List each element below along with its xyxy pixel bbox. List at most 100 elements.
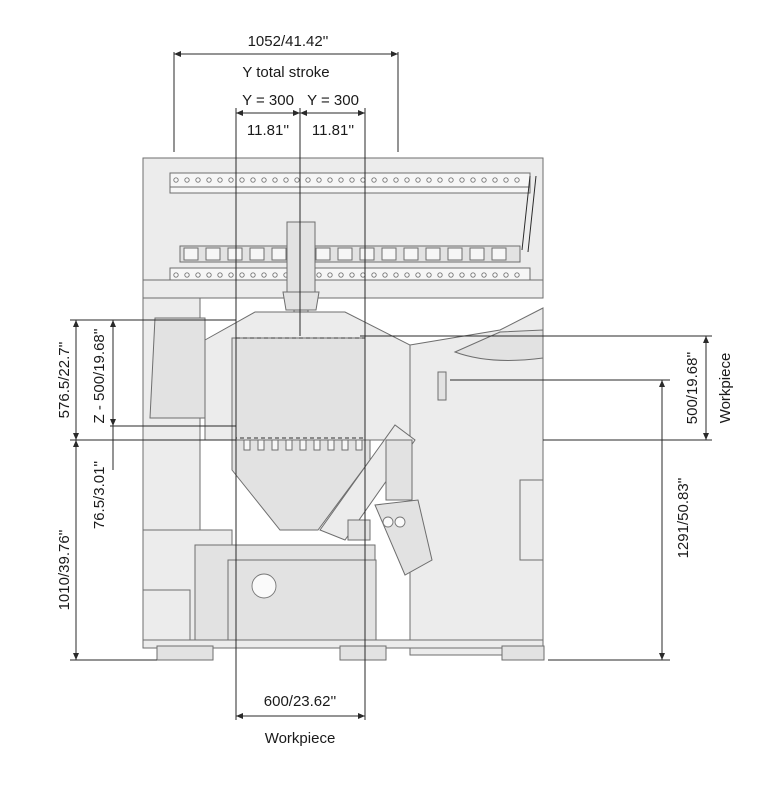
gantry-block [403,247,419,261]
gantry-block [491,247,507,261]
rail-hole [184,177,190,183]
table-tooth [355,439,363,451]
rail-hole [382,177,388,183]
gantry-plate [142,279,544,299]
coolant-nozzle [437,371,447,401]
rail-hole [316,272,322,278]
gantry-block [249,247,265,261]
rail-hole [371,272,377,278]
table-tooth [327,439,335,451]
rail-hole [470,272,476,278]
gantry-block-row [183,247,507,261]
workpiece-bottom-label: Workpiece [265,730,336,747]
base-front-block [227,559,377,641]
gantry-block [381,247,397,261]
workpiece-right-label: Workpiece [717,353,734,424]
rail-hole [272,272,278,278]
rail-hole [305,177,311,183]
table-teeth [243,439,363,451]
rail-hole [459,272,465,278]
rail-hole [448,177,454,183]
rail-hole [239,272,245,278]
height-total-label: 576.5/22.7'' [56,342,73,419]
rail-hole [261,272,267,278]
rail-hole [184,272,190,278]
gantry-block [227,247,243,261]
rail-hole [514,272,520,278]
y-left-label: Y = 300 [242,92,294,109]
rail-hole [349,272,355,278]
rail-hole [239,177,245,183]
dimension-lines [70,51,712,720]
spindle-head [282,291,320,311]
rail-hole [173,272,179,278]
rail-hole [437,272,443,278]
right-housing-curve [453,329,544,361]
rail-hole [492,177,498,183]
rail-hole [261,177,267,183]
table-tooth [299,439,307,451]
rail-hole [283,177,289,183]
machine-drawing [142,157,545,661]
rail-hole [338,272,344,278]
rail-hole [481,177,487,183]
table-tooth [313,439,321,451]
rail-hole [206,272,212,278]
rail-hole [228,177,234,183]
upper-rail-edge [169,186,531,194]
rail-hole [294,177,300,183]
base-porthole [251,573,277,599]
rail-hole [371,177,377,183]
z-offset-label: 76.5/3.01'' [91,461,108,529]
table-tooth [271,439,279,451]
rail-hole [503,272,509,278]
workpiece-height-label: 500/19.68'' [684,352,701,425]
rail-hole [393,272,399,278]
rail-hole [426,177,432,183]
arm-pivot [382,516,394,528]
y-right-label: Y = 300 [307,92,359,109]
y-total-stroke-label: Y total stroke [242,64,329,81]
rail-hole [206,177,212,183]
gantry-block [315,247,331,261]
clamp-block [347,519,371,541]
foot-left [156,645,214,661]
gantry-block [469,247,485,261]
y-left-inch-label: 11.81'' [247,122,289,139]
gantry-slant-rail [521,175,537,253]
rail-hole [404,177,410,183]
rail-hole [382,272,388,278]
rail-hole [338,177,344,183]
gantry-block [205,247,221,261]
right-side-step [519,479,544,561]
rail-hole [195,272,201,278]
rail-hole [250,272,256,278]
table-tooth [243,439,251,451]
rail-hole [316,177,322,183]
left-panel [149,317,206,419]
magazine-block [385,439,413,501]
rail-hole [272,177,278,183]
arm-pivot-2 [394,516,406,528]
rail-hole [327,177,333,183]
work-zone [231,337,366,441]
gantry-block [337,247,353,261]
rail-hole [514,177,520,183]
rail-hole [195,177,201,183]
floor-to-top-label: 1291/50.83'' [675,477,692,558]
dimension-labels: 1052/41.42'' Y total stroke Y = 300 Y = … [56,33,734,747]
z-stroke-label: Z - 500/19.68'' [91,328,108,423]
gantry-block [183,247,199,261]
gantry-block [271,247,287,261]
rail-hole [393,177,399,183]
rail-hole [217,177,223,183]
rail-hole [503,177,509,183]
rail-hole [217,272,223,278]
rail-hole [437,177,443,183]
table-tooth [285,439,293,451]
rail-hole [448,272,454,278]
rail-holes-upper [173,177,520,183]
gantry-block [425,247,441,261]
y-right-inch-label: 11.81'' [312,122,354,139]
